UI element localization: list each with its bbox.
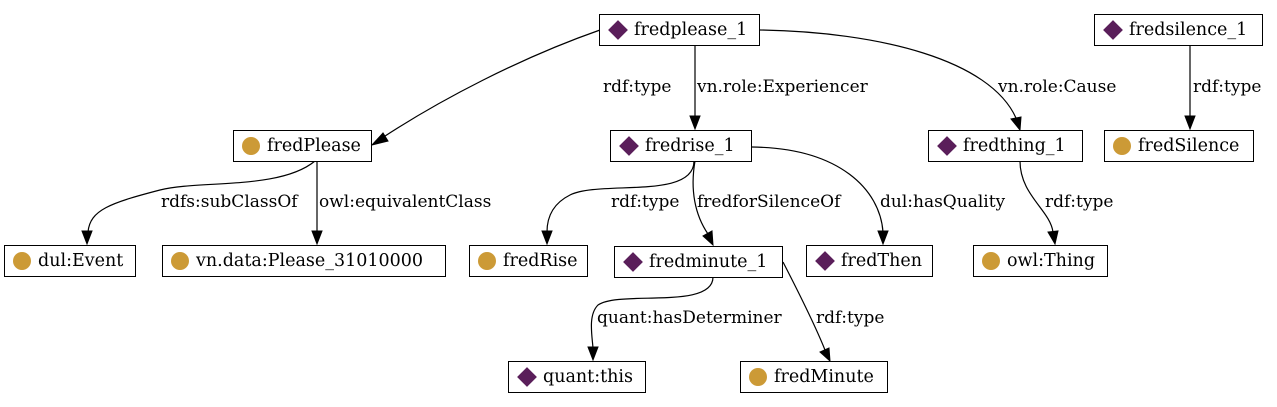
node-label: fredMinute [774,367,874,387]
node-fredThen[interactable]: fredThen [806,245,933,277]
edge-label-rdfs-subclassof: rdfs:subClassOf [161,192,298,212]
node-label: vn.data:Please_31010000 [196,251,424,271]
class-circle-icon [242,137,260,155]
edge-fredrise_1-fredRise [541,160,695,246]
individual-diamond-icon [619,136,639,156]
edge-fredplease_1-fredthing_1 [759,29,1022,132]
node-owl-thing[interactable]: owl:Thing [973,245,1108,277]
edge-fredPlease-vn_data_Please [311,161,323,246]
individual-diamond-icon [608,20,628,40]
individual-diamond-icon [815,251,835,271]
edge-fredrise_1-fredminute_1 [692,160,714,247]
edge-fredsilence_1-fredSilence [1184,46,1196,131]
individual-diamond-icon [937,136,957,156]
edge-label-rdf-type: rdf:type [1193,77,1262,97]
edge-label-rdf-type: rdf:type [603,77,672,97]
node-label: fredminute_1 [649,252,768,272]
node-fredRise[interactable]: fredRise [469,245,588,277]
class-circle-icon [13,252,31,270]
edge-fredminute_1-quant_this [587,276,714,362]
class-circle-icon [982,252,1000,270]
edge-label-dul-hasquality: dul:hasQuality [880,192,1006,212]
node-label: fredthing_1 [963,136,1066,156]
node-vn-data-please[interactable]: vn.data:Please_31010000 [162,245,446,277]
edge-label-rdf-type: rdf:type [611,192,680,212]
edge-fredminute_1-fredMinute [782,261,831,363]
node-fredSilence[interactable]: fredSilence [1104,130,1254,162]
node-fredMinute[interactable]: fredMinute [740,361,888,393]
node-label: fredSilence [1138,136,1240,156]
node-label: fredRise [503,251,578,271]
edge-fredPlease-dul_Event [81,160,316,246]
edge-label-vn-role-cause: vn.role:Cause [998,77,1117,97]
node-fredminute_1[interactable]: fredminute_1 [614,246,783,278]
individual-diamond-icon [517,367,537,387]
node-label: dul:Event [38,251,124,271]
node-fredthing_1[interactable]: fredthing_1 [928,130,1083,162]
node-label: quant:this [543,367,633,387]
edge-label-quant-hasdeterminer: quant:hasDeterminer [597,308,782,328]
edge-fredrise_1-fredThen [751,146,889,246]
node-label: fredThen [841,251,922,271]
node-label: owl:Thing [1007,251,1096,271]
node-label: fredplease_1 [634,20,748,40]
edge-fredplease_1-fredPlease [370,29,601,146]
node-fredPlease[interactable]: fredPlease [233,130,372,162]
class-circle-icon [1113,137,1131,155]
class-circle-icon [478,252,496,270]
node-label: fredrise_1 [645,136,735,156]
node-fredsilence_1[interactable]: fredsilence_1 [1094,14,1263,46]
edge-label-vn-role-experiencer: vn.role:Experiencer [697,77,868,97]
edge-label-rdf-type: rdf:type [1045,192,1114,212]
individual-diamond-icon [1103,20,1123,40]
edge-label-owl-equivalentclass: owl:equivalentClass [319,192,492,212]
edge-label-fredforsilenceof: fredforSilenceOf [697,192,841,212]
class-circle-icon [749,368,767,386]
node-fredrise_1[interactable]: fredrise_1 [610,130,752,162]
edge-fredthing_1-owl_Thing [1019,160,1059,246]
node-dul-event[interactable]: dul:Event [4,245,136,277]
individual-diamond-icon [623,252,643,272]
node-label: fredPlease [267,136,361,156]
node-label: fredsilence_1 [1129,20,1248,40]
node-fredplease_1[interactable]: fredplease_1 [599,14,760,46]
edge-label-rdf-type: rdf:type [816,308,885,328]
class-circle-icon [171,252,189,270]
edge-fredplease_1-fredrise_1 [689,46,701,131]
node-quant-this[interactable]: quant:this [508,361,646,393]
